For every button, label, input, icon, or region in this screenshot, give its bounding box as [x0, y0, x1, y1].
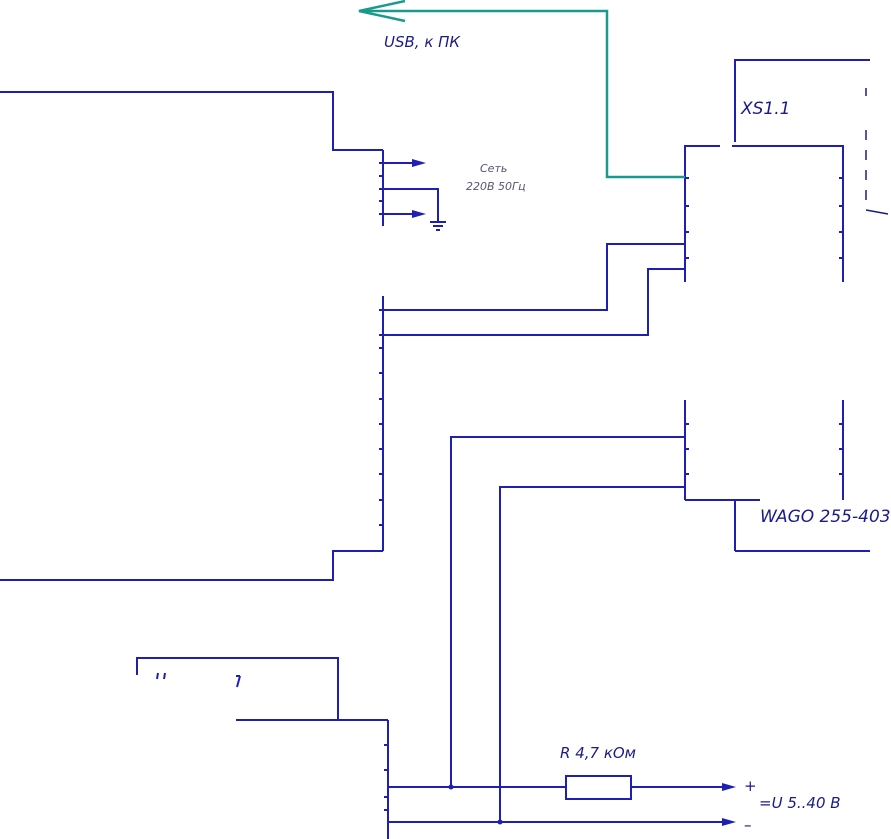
resistor-symbol [565, 775, 632, 800]
wago-wires [450, 436, 685, 822]
output-lines [388, 783, 736, 826]
mains-connection [383, 159, 439, 222]
minus-label: – [744, 816, 752, 834]
output-terminal-strip [384, 720, 389, 839]
mains-label: Сеть [480, 162, 507, 175]
plus-label: + [744, 777, 757, 795]
connector-xs1 [684, 59, 889, 282]
resistor-label: R 4,7 кОм [560, 744, 636, 762]
connector-label: XS1.1 [740, 99, 790, 119]
terminal-block-label: WAGO 255-403 [760, 507, 891, 527]
usb-label: USB, к ПК [384, 33, 461, 51]
voltage-label: =U 5..40 В [759, 794, 841, 812]
power-terminal-strip [379, 150, 384, 226]
ground-icon [430, 221, 446, 231]
mains-voltage-label: 220В 50Гц [466, 180, 526, 193]
wago-terminal-block [684, 400, 870, 552]
sensor-box [136, 657, 388, 721]
usb-wire [358, 0, 685, 179]
signal-wires [383, 243, 685, 336]
signal-terminal-strip [379, 296, 384, 551]
controller-box [0, 91, 383, 581]
